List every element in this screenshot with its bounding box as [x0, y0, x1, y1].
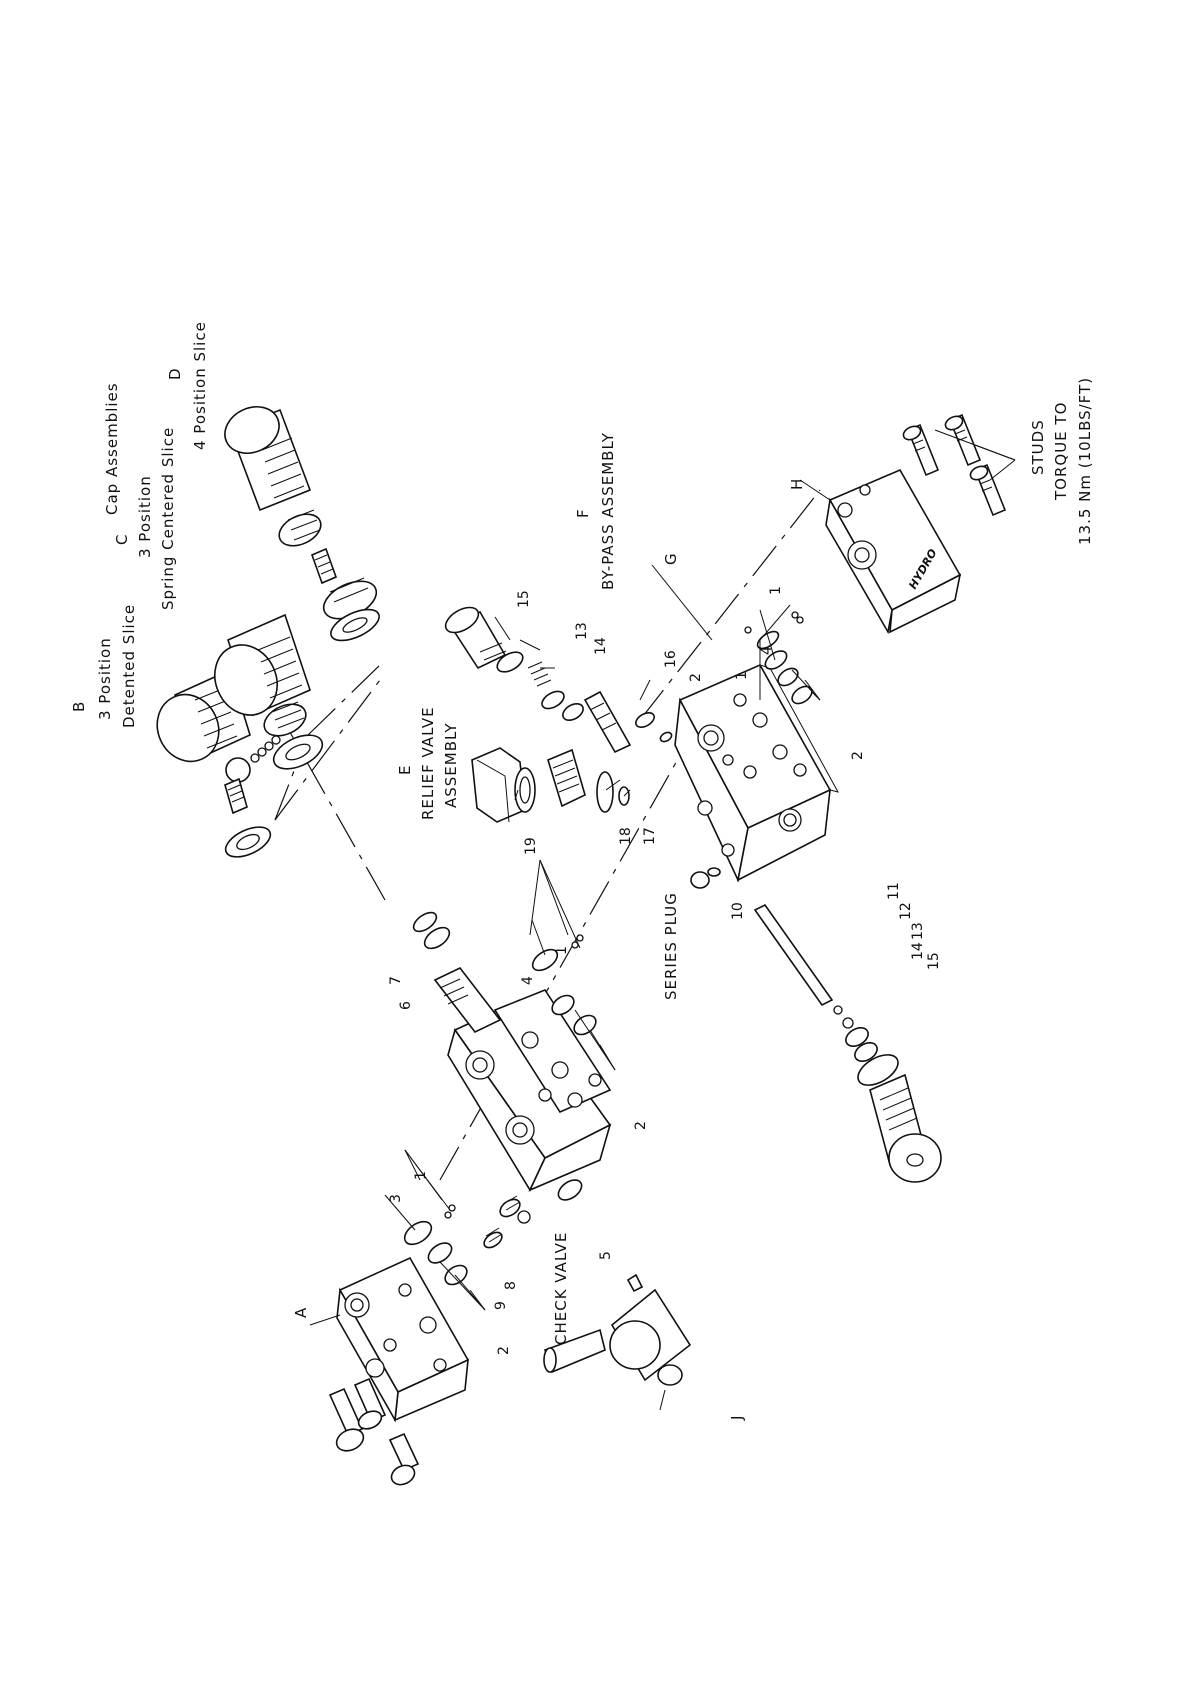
- label-c-letter: C: [113, 534, 131, 545]
- callout-2: 2: [850, 751, 866, 760]
- callout-1: 1: [768, 586, 784, 595]
- callout-1: 1: [734, 671, 750, 680]
- callout-17: 17: [642, 827, 658, 845]
- label-g: G: [662, 552, 680, 565]
- callout-4: 4: [759, 646, 775, 655]
- callout-11: 11: [886, 882, 902, 900]
- callout-15: 15: [516, 590, 532, 608]
- callout-2: 2: [688, 673, 704, 682]
- callout-14: 14: [910, 942, 926, 960]
- callout-4: 4: [520, 976, 536, 985]
- label-d-letter: D: [166, 367, 184, 380]
- callout-2: 2: [633, 1121, 649, 1130]
- label-h: H: [788, 478, 806, 490]
- callout-1: 1: [413, 1171, 429, 1180]
- label-f-letter: F: [574, 508, 592, 518]
- callout-13: 13: [910, 922, 926, 940]
- label-j: J: [728, 1415, 746, 1421]
- callout-16: 16: [663, 650, 679, 668]
- callout-1: 1: [554, 946, 570, 955]
- label-c-line2: Spring Centered Slice: [159, 427, 177, 610]
- relief-valve-assembly: [472, 748, 629, 822]
- callout-19: 19: [523, 837, 539, 855]
- label-studs: STUDS: [1029, 419, 1047, 475]
- label-f-line1: BY-PASS ASSEMBLY: [599, 432, 617, 590]
- by-pass-assembly: [441, 602, 673, 752]
- callout-14: 14: [593, 637, 609, 655]
- cap-assembly-d: [217, 398, 383, 647]
- label-e-line2: ASSEMBLY: [442, 722, 460, 808]
- callout-3: 3: [388, 1194, 404, 1203]
- callout-10: 10: [730, 902, 746, 920]
- label-c-line1: 3 Position: [136, 475, 154, 558]
- callout-5: 5: [598, 1251, 614, 1260]
- series-plug: [691, 868, 720, 888]
- label-b-letter: B: [70, 701, 88, 712]
- callout-9: 9: [493, 1301, 509, 1310]
- callout-13: 13: [574, 622, 590, 640]
- label-c-title: Cap Assemblies: [103, 382, 121, 515]
- label-check-valve: CHECK VALVE: [552, 1232, 570, 1345]
- callout-8: 8: [503, 1281, 519, 1290]
- callout-18: 18: [618, 827, 634, 845]
- callout-15: 15: [926, 952, 942, 970]
- main-slice-block: [410, 909, 610, 1251]
- label-torque2: 13.5 Nm (10LBS/FT): [1076, 377, 1094, 545]
- studs: [901, 414, 1015, 515]
- assembly-labels: B 3 Position Detented Slice C Cap Assemb…: [70, 321, 1094, 1421]
- callout-6: 6: [398, 1001, 414, 1010]
- label-torque1: TORQUE TO: [1052, 402, 1070, 501]
- inlet-block-a: [330, 1205, 470, 1488]
- callout-12: 12: [898, 902, 914, 920]
- end-cover-h: [826, 470, 960, 632]
- label-d-line1: 4 Position Slice: [191, 321, 209, 450]
- callout-7: 7: [388, 976, 404, 985]
- label-e-letter: E: [396, 765, 414, 775]
- label-series-plug: SERIES PLUG: [662, 892, 680, 1000]
- label-a: A: [292, 1307, 310, 1318]
- label-b-line1: 3 Position: [96, 637, 114, 720]
- label-e-line1: RELIEF VALVE: [419, 706, 437, 820]
- label-b-line2: Detented Slice: [120, 604, 138, 728]
- callout-2: 2: [496, 1346, 512, 1355]
